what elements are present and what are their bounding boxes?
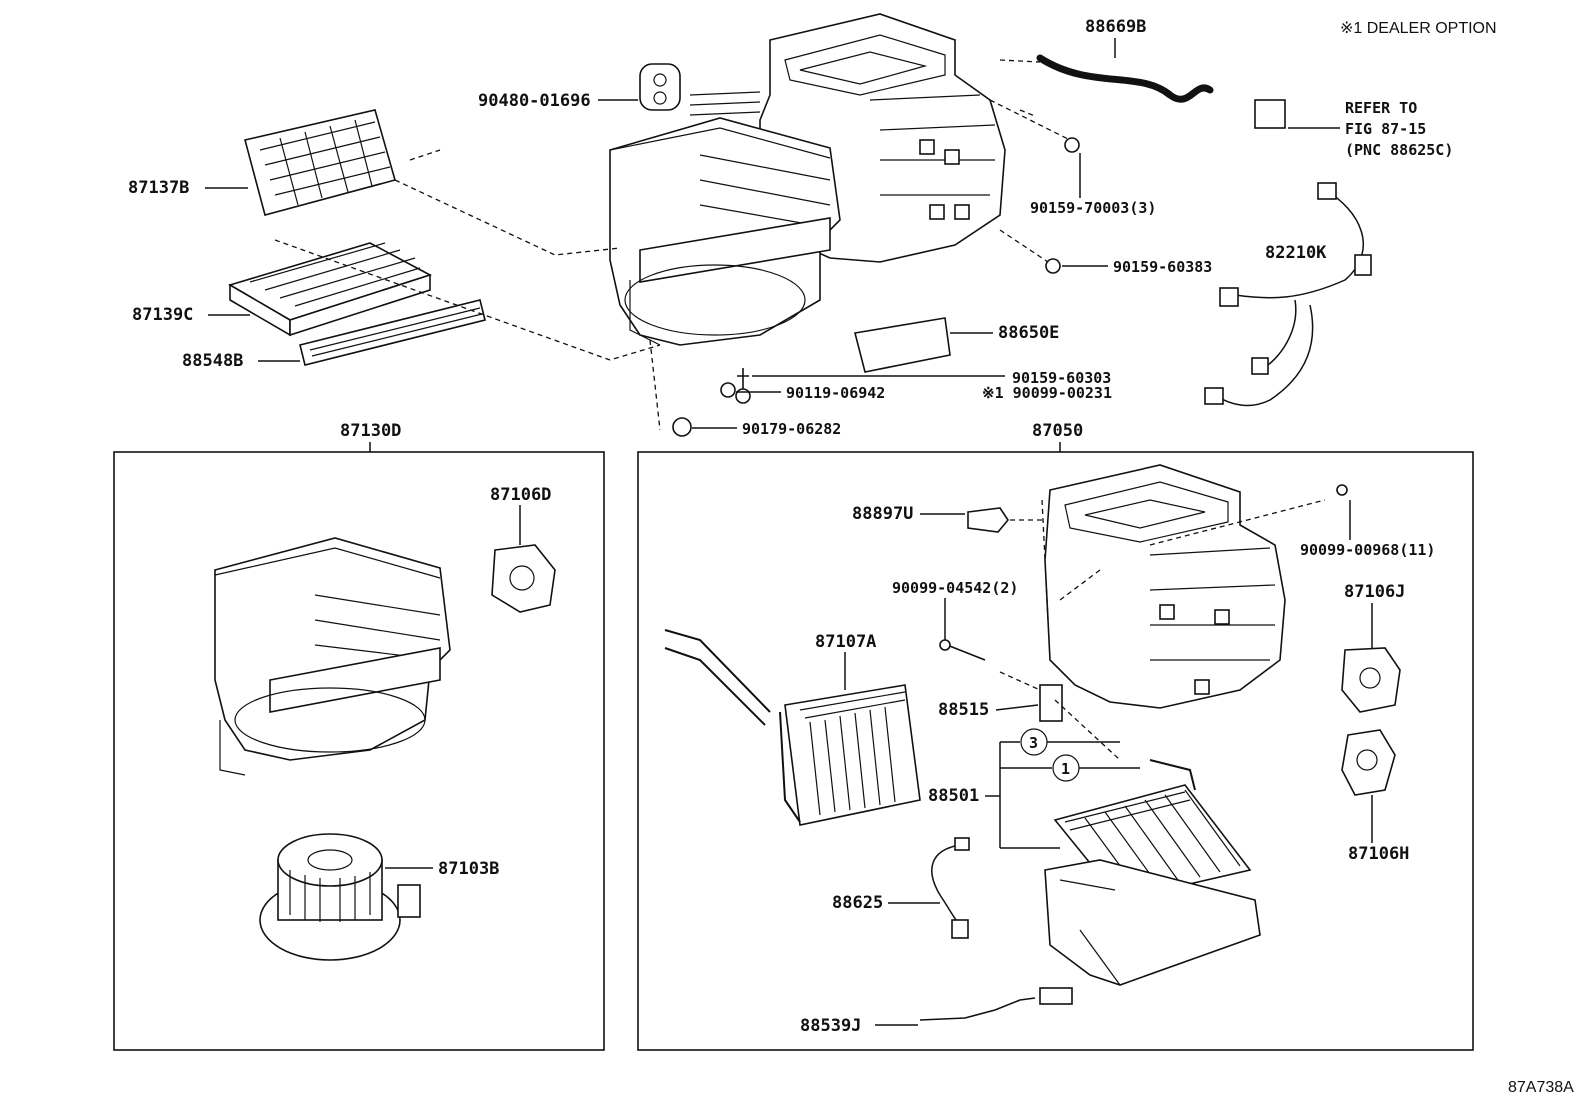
label-90159-70003: 90159-70003(3)	[1030, 199, 1156, 217]
group-box-87130D	[113, 451, 605, 1051]
label-87106H: 87106H	[1348, 844, 1409, 864]
label-87103B: 87103B	[438, 859, 499, 879]
label-90099-04542: 90099-04542(2)	[892, 579, 1018, 597]
callout-1: 1	[1061, 760, 1070, 778]
callout-3: 3	[1029, 734, 1038, 752]
label-87106D: 87106D	[490, 485, 551, 505]
label-87137B: 87137B	[128, 178, 189, 198]
label-88669B: 88669B	[1085, 17, 1146, 37]
label-87106J: 87106J	[1344, 582, 1405, 602]
label-88897U: 88897U	[852, 504, 913, 524]
label-88501: 88501	[928, 786, 979, 806]
group-label-87050: 87050	[1032, 421, 1083, 441]
group-label-87130D: 87130D	[340, 421, 401, 441]
label-90159-60383: 90159-60383	[1113, 258, 1212, 276]
dealer-option-note: ※1 DEALER OPTION	[1340, 20, 1497, 37]
label-90480-01696: 90480-01696	[478, 91, 591, 111]
label-90179-06282: 90179-06282	[742, 420, 841, 438]
label-88515: 88515	[938, 700, 989, 720]
refer-line-3: (PNC 88625C)	[1345, 141, 1453, 159]
refer-line-2: FIG 87-15	[1345, 120, 1426, 138]
label-90119-06942: 90119-06942	[786, 384, 885, 402]
refer-line-1: REFER TO	[1345, 99, 1417, 117]
label-90159-60303: 90159-60303	[1012, 369, 1111, 387]
label-82210K: 82210K	[1265, 243, 1327, 263]
label-90099-00231: ※1 90099-00231	[982, 384, 1112, 402]
hvac-unit-assembly	[664, 464, 1401, 1021]
label-88548B: 88548B	[182, 351, 243, 371]
blower-assembly	[214, 537, 556, 961]
label-88650E: 88650E	[998, 323, 1059, 343]
group-box-87050	[637, 451, 1474, 1051]
label-87139C: 87139C	[132, 305, 193, 325]
hvac-assembly-top	[228, 13, 1372, 437]
label-90099-00968: 90099-00968(11)	[1300, 541, 1435, 559]
label-88625: 88625	[832, 893, 883, 913]
figure-id: 87A738A	[1508, 1079, 1574, 1096]
label-88539J: 88539J	[800, 1016, 861, 1036]
label-87107A: 87107A	[815, 632, 876, 652]
